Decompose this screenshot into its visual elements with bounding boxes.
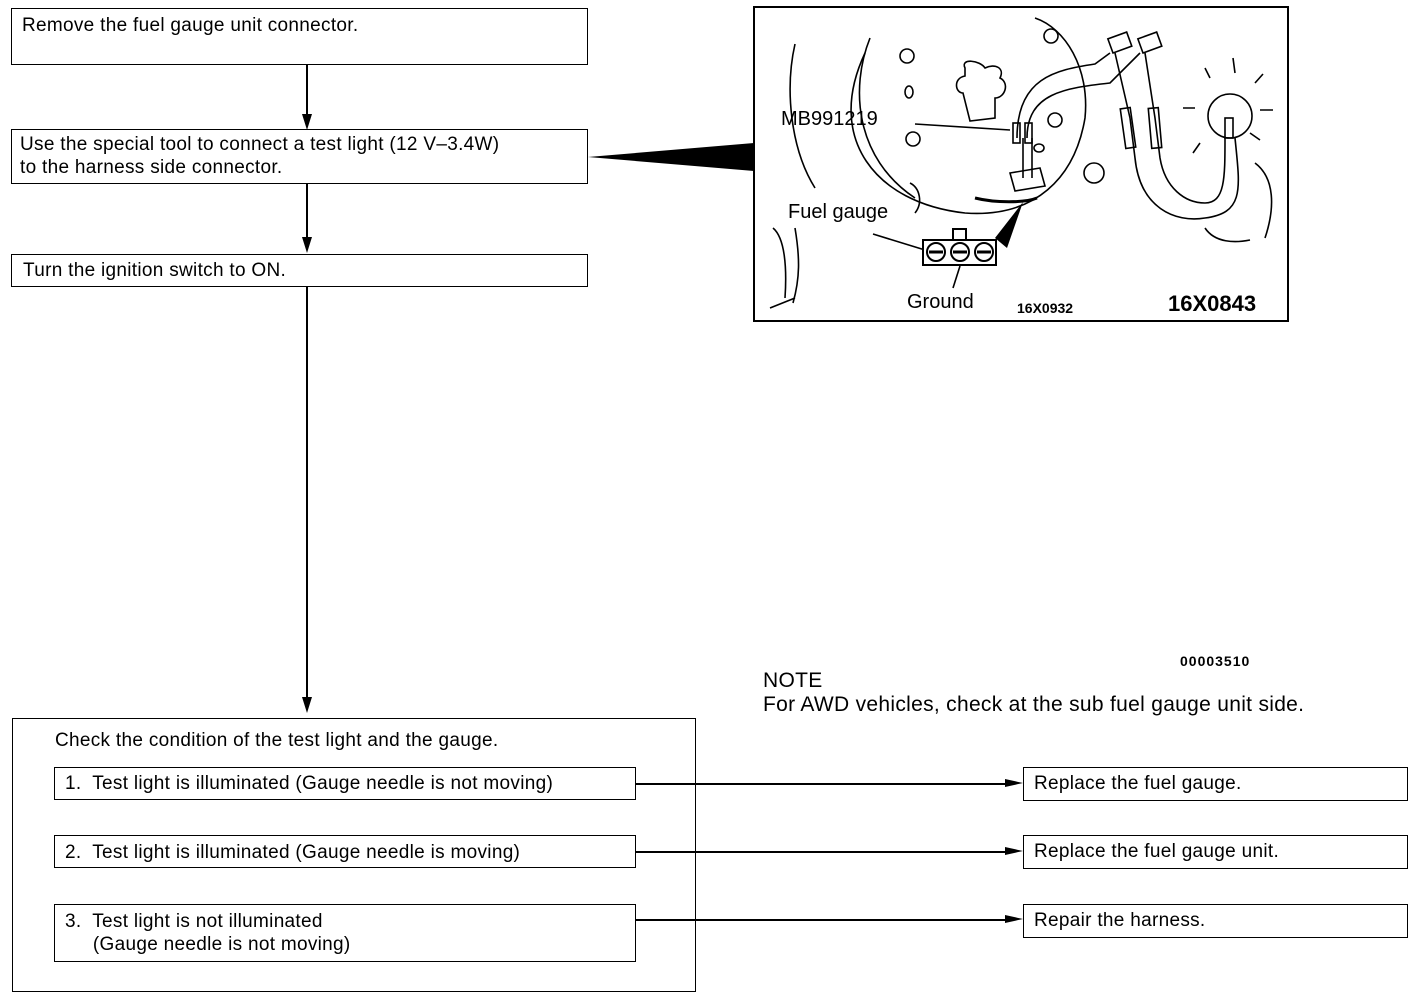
result-box-2: Replace the fuel gauge unit.	[1023, 835, 1408, 869]
note-text: For AWD vehicles, check at the sub fuel …	[763, 693, 1305, 716]
condition-box-2: 2. Test light is illuminated (Gauge need…	[54, 835, 636, 868]
document-code: 00003510	[1180, 653, 1251, 669]
flow-connector	[306, 287, 308, 697]
arrow-down-icon	[302, 237, 312, 253]
note-heading: NOTE	[763, 669, 823, 692]
result-connector	[636, 783, 1006, 785]
figure-sub-code: 16X0932	[1017, 300, 1073, 316]
result-box-3: Repair the harness.	[1023, 904, 1408, 938]
fuel-gauge-wiring-illustration: MB991219 Fuel gauge Ground 16X0932 16X08…	[769, 17, 1273, 316]
step-text: Remove the fuel gauge unit connector.	[22, 15, 359, 36]
condition-text: 3. Test light is not illuminated (Gauge …	[65, 911, 351, 955]
ground-label: Ground	[907, 291, 974, 313]
condition-box-1: 1. Test light is illuminated (Gauge need…	[54, 767, 636, 800]
figure-code: 16X0843	[1168, 291, 1256, 316]
fuel-gauge-label: Fuel gauge	[788, 201, 888, 223]
result-text: Replace the fuel gauge unit.	[1034, 841, 1280, 862]
step-text: Turn the ignition switch to ON.	[23, 260, 287, 281]
arrow-right-icon	[1005, 779, 1023, 787]
tool-part-number-label: MB991219	[781, 108, 878, 130]
step-text: Use the special tool to connect a test l…	[20, 134, 500, 178]
arrow-down-icon	[302, 697, 312, 713]
result-connector	[636, 851, 1006, 853]
result-box-1: Replace the fuel gauge.	[1023, 767, 1408, 801]
callout-pointer	[588, 143, 754, 171]
condition-text: 1. Test light is illuminated (Gauge need…	[65, 773, 554, 794]
flow-connector	[306, 65, 308, 121]
result-text: Replace the fuel gauge.	[1034, 773, 1242, 794]
check-title: Check the condition of the test light an…	[55, 730, 499, 751]
illustration-frame: MB991219 Fuel gauge Ground 16X0932 16X08…	[753, 6, 1289, 322]
step-box-connect-test-light: Use the special tool to connect a test l…	[11, 129, 588, 184]
flow-connector	[306, 184, 308, 246]
result-connector	[636, 919, 1006, 921]
condition-text: 2. Test light is illuminated (Gauge need…	[65, 842, 521, 863]
condition-box-3: 3. Test light is not illuminated (Gauge …	[54, 904, 636, 962]
arrow-right-icon	[1005, 915, 1023, 923]
arrow-right-icon	[1005, 847, 1023, 855]
step-box-ignition-on: Turn the ignition switch to ON.	[11, 254, 588, 287]
result-text: Repair the harness.	[1034, 910, 1206, 931]
step-box-remove-connector: Remove the fuel gauge unit connector.	[11, 8, 588, 65]
arrow-down-icon	[302, 114, 312, 130]
